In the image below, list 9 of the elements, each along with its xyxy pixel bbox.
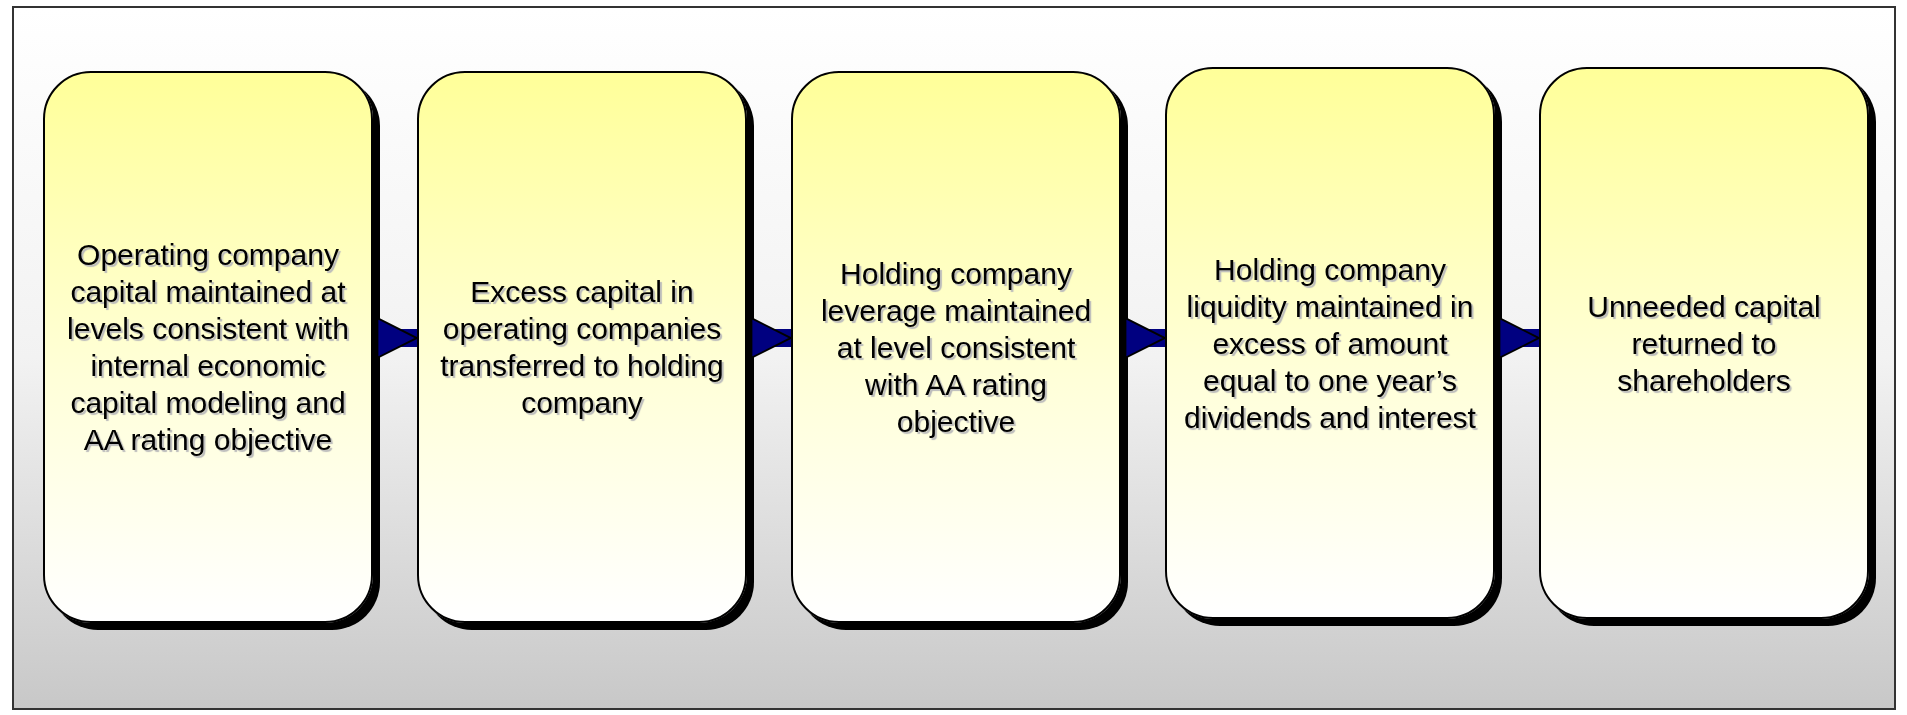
box-text: Holding company leverage maintained at level consistent with AA rating objective bbox=[819, 255, 1093, 440]
arrow bbox=[1124, 317, 1166, 359]
arrow bbox=[376, 317, 418, 359]
box-text: Operating company capital maintained at levels consistent with internal economic capital modeling and AA rating objective bbox=[66, 237, 350, 458]
box-text: Holding company liquidity maintained in excess of amount equal to one year’s dividends and interest bbox=[1183, 251, 1477, 436]
arrow bbox=[1498, 317, 1540, 359]
arrow bbox=[750, 317, 792, 359]
box-text: Unneeded capital returned to shareholders bbox=[1586, 288, 1822, 399]
box-text: Excess capital in operating companies transferred to holding company bbox=[439, 274, 725, 421]
